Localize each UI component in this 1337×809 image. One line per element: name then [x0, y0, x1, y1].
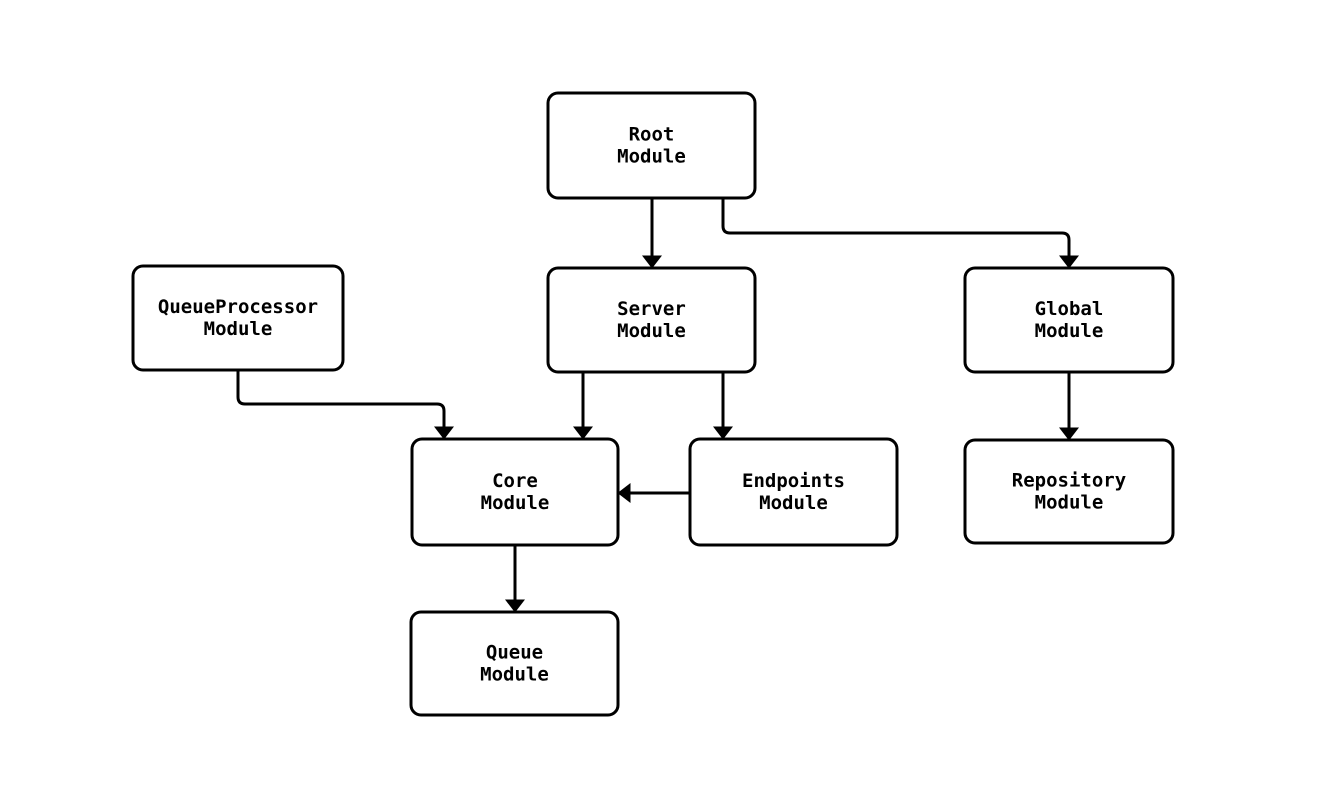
- node-root-box: [546, 91, 757, 200]
- node-global-label-line-1: Global: [1035, 298, 1104, 320]
- node-endpoints-label-line-1: Endpoints: [742, 470, 845, 492]
- node-server-box: [546, 266, 757, 374]
- node-endpoints-label-line-2: Module: [759, 492, 828, 514]
- node-root-label-line-1: Root: [629, 124, 675, 146]
- edge-queueprocessor-to-core: [236, 370, 454, 440]
- node-queue-box: [409, 610, 620, 717]
- node-repository-box: [963, 438, 1175, 545]
- node-server-label-line-1: Server: [617, 298, 686, 320]
- edge-root-to-global: [721, 198, 1079, 269]
- node-server-label-line-2: Module: [617, 320, 686, 342]
- node-global-label-line-2: Module: [1035, 320, 1104, 342]
- node-core-box: [410, 437, 620, 547]
- node-core-label-line-1: Core: [492, 470, 538, 492]
- node-queue-label-line-1: Queue: [486, 642, 543, 664]
- node-endpoints-box: [688, 437, 899, 547]
- node-repository-label-line-1: Repository: [1012, 470, 1126, 492]
- node-queue-label-line-2: Module: [480, 664, 549, 686]
- node-core-label-line-2: Module: [481, 492, 550, 514]
- node-queueprocessor-box: [131, 264, 345, 372]
- node-queueprocessor-label-line-1: QueueProcessor: [158, 296, 318, 318]
- node-global-box: [963, 266, 1175, 374]
- node-queueprocessor-label-line-2: Module: [204, 318, 273, 340]
- node-repository-label-line-2: Module: [1035, 492, 1104, 514]
- node-root-label-line-2: Module: [617, 146, 686, 168]
